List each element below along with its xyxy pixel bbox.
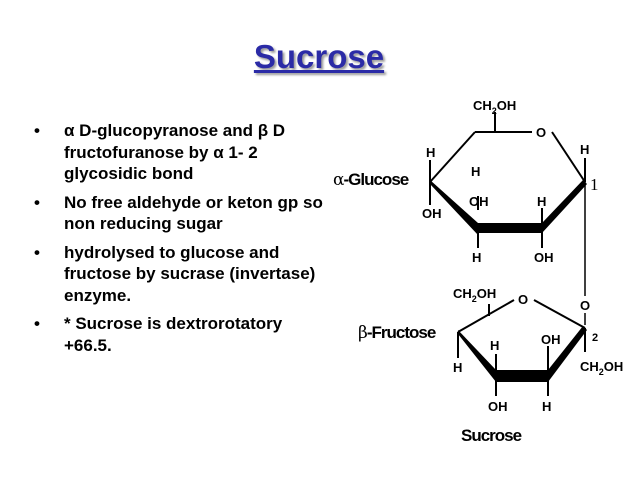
fructose-c3-h-label: H	[542, 399, 551, 414]
bullet-item: hydrolysed to glucose and fructose by su…	[34, 242, 324, 307]
glucose-c5-h-label: H	[471, 164, 480, 179]
fructose-wedge-bond	[548, 326, 587, 382]
slide-title: Sucrose	[253, 38, 385, 75]
bullet-item: No free aldehyde or keton gp so non redu…	[34, 192, 324, 235]
glucose-name-label: -Glucose	[343, 170, 408, 189]
diagram-caption: Sucrose	[461, 426, 522, 445]
svg-text:CH2OH: CH2OH	[473, 98, 516, 116]
fructose-ch2oh-label: CH	[453, 286, 472, 301]
glucose-bold-bond	[478, 223, 542, 233]
glucose-c3-oh-label: OH	[469, 194, 489, 209]
fructose-name-label: -Fructose	[367, 323, 436, 342]
glucose-c4-h-label: H	[426, 145, 435, 160]
bullet-item: * Sucrose is dextrorotatory +66.5.	[34, 313, 324, 356]
fructose-wedge-bond	[458, 330, 496, 382]
svg-text:β-Fructose: β-Fructose	[358, 323, 436, 343]
glucose-wedge-bond	[542, 180, 587, 233]
fructose-bond	[533, 299, 586, 329]
glucose-bond	[551, 131, 586, 183]
glucose-c1-h-label: H	[580, 142, 589, 157]
bullet-item: α D-glucopyranose and β D fructofuranose…	[34, 120, 324, 185]
fructose-bold-bond	[496, 370, 548, 382]
svg-text:CH2OH: CH2OH	[580, 359, 623, 377]
glycosidic-oxygen: O	[580, 298, 590, 313]
fructose-ring-oxygen: O	[518, 292, 528, 307]
glucose-c4-oh-label: OH	[422, 206, 442, 221]
fructose-beta-symbol: β	[358, 323, 367, 343]
fructose-c1-ch2oh-label: CH	[580, 359, 599, 374]
fructose-c4-oh-label: OH	[488, 399, 508, 414]
fructose-c3-oh-label: OH	[541, 332, 561, 347]
svg-text:α-Glucose: α-Glucose	[333, 170, 409, 190]
fructose-c2-number: 2	[592, 332, 598, 344]
glucose-wedge-bond	[430, 180, 478, 235]
glucose-ring-oxygen: O	[536, 125, 546, 140]
fructose-c4-h-label: H	[490, 338, 499, 353]
glucose-c3-h-label: H	[472, 250, 481, 265]
svg-text:CH2OH: CH2OH	[453, 286, 496, 304]
fructose-c5-h-label: H	[453, 360, 462, 375]
glucose-bond	[429, 131, 476, 183]
bullet-list: α D-glucopyranose and β D fructofuranose…	[34, 120, 324, 363]
glucose-c1-number: 1	[590, 175, 599, 194]
fructose-bond	[457, 299, 515, 333]
glucose-c2-h-label: H	[537, 194, 546, 209]
glucose-ch2oh-label: CH	[473, 98, 492, 113]
glucose-c2-oh-label: OH	[534, 250, 554, 265]
glucose-alpha-symbol: α	[333, 170, 345, 190]
